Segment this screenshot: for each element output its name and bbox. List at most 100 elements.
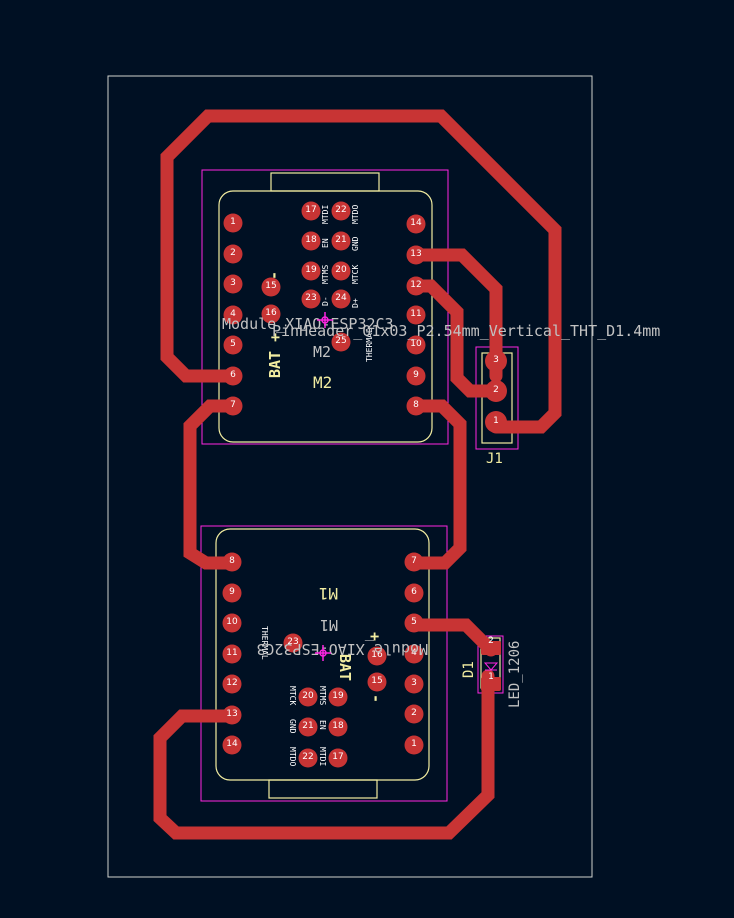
svg-text:6: 6 (411, 587, 417, 597)
m1-ref-designator: M1 (319, 584, 338, 603)
svg-text:20: 20 (302, 691, 314, 701)
m2-pad[interactable]: 20 (331, 261, 351, 281)
m2-pad[interactable]: 16 (261, 304, 281, 324)
svg-text:3: 3 (493, 355, 499, 365)
m1-pad[interactable]: 22 (298, 748, 318, 768)
m1-pad[interactable]: 7 (404, 552, 424, 572)
m2-origin-marker (317, 312, 333, 328)
m2-pad[interactable]: 18 (301, 231, 321, 251)
m2-pad[interactable]: 1 (223, 213, 243, 233)
svg-text:14: 14 (226, 739, 238, 749)
m2-pad[interactable]: 24 (331, 289, 351, 309)
m2-pad[interactable]: 13 (406, 245, 426, 265)
m2-pad[interactable]: 3 (223, 274, 243, 294)
m1-pad[interactable]: 21 (298, 717, 318, 737)
m1-bat-label: BAT (336, 654, 354, 681)
j1-ref-designator: J1 (486, 451, 503, 467)
svg-text:16: 16 (371, 650, 383, 660)
m2-pad[interactable]: 10 (406, 335, 426, 355)
m2-pad[interactable]: 25 (331, 332, 351, 352)
svg-text:15: 15 (265, 281, 276, 291)
svg-text:22: 22 (335, 205, 346, 215)
m2-pad[interactable]: 17 (301, 201, 321, 221)
m1-pad[interactable]: 11 (222, 644, 242, 664)
m2-pad[interactable]: 11 (406, 305, 426, 325)
m2-value-text: Module_XIAO-ESP32C3 (222, 315, 394, 333)
track-m2-8-to-m1-7[interactable] (407, 399, 467, 570)
m1-pad[interactable]: 4 (404, 644, 424, 664)
m1-pad[interactable]: 3 (404, 674, 424, 694)
d1-pad[interactable]: 1 (481, 672, 501, 691)
svg-text:2: 2 (230, 248, 236, 258)
m1-pad[interactable]: 6 (404, 583, 424, 603)
m2-pad[interactable]: 15 (261, 277, 281, 297)
svg-text:17: 17 (305, 205, 316, 215)
m2-pad[interactable]: 8 (406, 396, 426, 416)
m1-pads: 1 2 3 4 5 6 7 8 9 10 11 12 13 14 15 16 1… (222, 552, 424, 768)
m1-pad[interactable]: 20 (298, 687, 318, 707)
svg-text:2: 2 (493, 385, 499, 395)
m1-pad[interactable]: 9 (222, 583, 242, 603)
j1-pad[interactable]: 3 (485, 350, 507, 372)
m1-pad[interactable]: 10 (222, 613, 242, 633)
svg-text:19: 19 (305, 265, 317, 275)
m1-pad[interactable]: 13 (222, 705, 242, 725)
m1-value-text: Module_XIAO-ESP32C3 (256, 640, 428, 658)
m1-pad[interactable]: 12 (222, 674, 242, 694)
m2-pad[interactable]: 14 (406, 214, 426, 234)
track-m2-7-to-m1-8[interactable] (183, 399, 240, 570)
m2-pad[interactable]: 23 (301, 289, 321, 309)
m1-origin-marker (315, 645, 331, 661)
m2-pad[interactable]: 22 (331, 201, 351, 221)
m2-pad[interactable]: 7 (223, 396, 243, 416)
m1-usb-outline (268, 779, 378, 799)
m1-pad[interactable]: 16 (367, 646, 387, 666)
svg-text:9: 9 (413, 370, 419, 380)
m2-pad[interactable]: 19 (301, 261, 321, 281)
j1-pad[interactable]: 1 (485, 411, 507, 433)
m1-pad[interactable]: 5 (404, 613, 424, 633)
svg-text:3: 3 (230, 278, 236, 288)
svg-text:18: 18 (305, 235, 317, 245)
m2-pad[interactable]: 2 (223, 244, 243, 264)
svg-text:15: 15 (371, 676, 382, 686)
track-m2-13-to-j1-3[interactable] (409, 248, 503, 383)
m2-pad[interactable]: 6 (223, 366, 243, 386)
d1-value-text: LED_1206 (507, 641, 523, 708)
j1-pad[interactable]: 2 (485, 380, 507, 402)
m1-ref-fab: M1 (320, 616, 338, 634)
m2-usb-outline (270, 172, 380, 192)
m1-pad[interactable]: 17 (328, 748, 348, 768)
board-edge-cuts (107, 75, 593, 878)
m2-pad[interactable]: 21 (331, 231, 351, 251)
track-m2-6-to-j1-1[interactable] (160, 109, 562, 434)
m1-pad[interactable]: 14 (222, 735, 242, 755)
track-m2-12-to-j1-2[interactable] (409, 279, 503, 398)
svg-text:17: 17 (332, 752, 343, 762)
m2-pad[interactable]: 5 (223, 335, 243, 355)
svg-text:24: 24 (335, 293, 347, 303)
d1-pad[interactable]: 2 (481, 636, 501, 655)
m1-pad[interactable]: 1 (404, 735, 424, 755)
m2-pad[interactable]: 12 (406, 276, 426, 296)
svg-text:19: 19 (332, 691, 344, 701)
m2-pad[interactable]: 4 (223, 305, 243, 325)
svg-text:2: 2 (411, 708, 417, 718)
svg-text:4: 4 (411, 648, 417, 658)
m2-label-dminus: D- (321, 296, 330, 306)
svg-text:4: 4 (230, 309, 236, 319)
m1-pad[interactable]: 19 (328, 687, 348, 707)
m1-pad[interactable]: 2 (404, 704, 424, 724)
m1-pad[interactable]: 23 (283, 633, 303, 653)
m1-pad[interactable]: 8 (222, 552, 242, 572)
m2-ref-designator: M2 (313, 373, 332, 392)
m2-label-mtck: MTCK (351, 265, 360, 284)
m1-pad[interactable]: 18 (328, 717, 348, 737)
svg-text:25: 25 (335, 336, 346, 346)
m1-label-gnd: GND (288, 719, 297, 734)
m2-pad[interactable]: 9 (406, 366, 426, 386)
svg-text:8: 8 (229, 556, 235, 566)
m1-pad[interactable]: 15 (367, 672, 387, 692)
track-m1-13-to-d1-1[interactable] (153, 669, 495, 840)
